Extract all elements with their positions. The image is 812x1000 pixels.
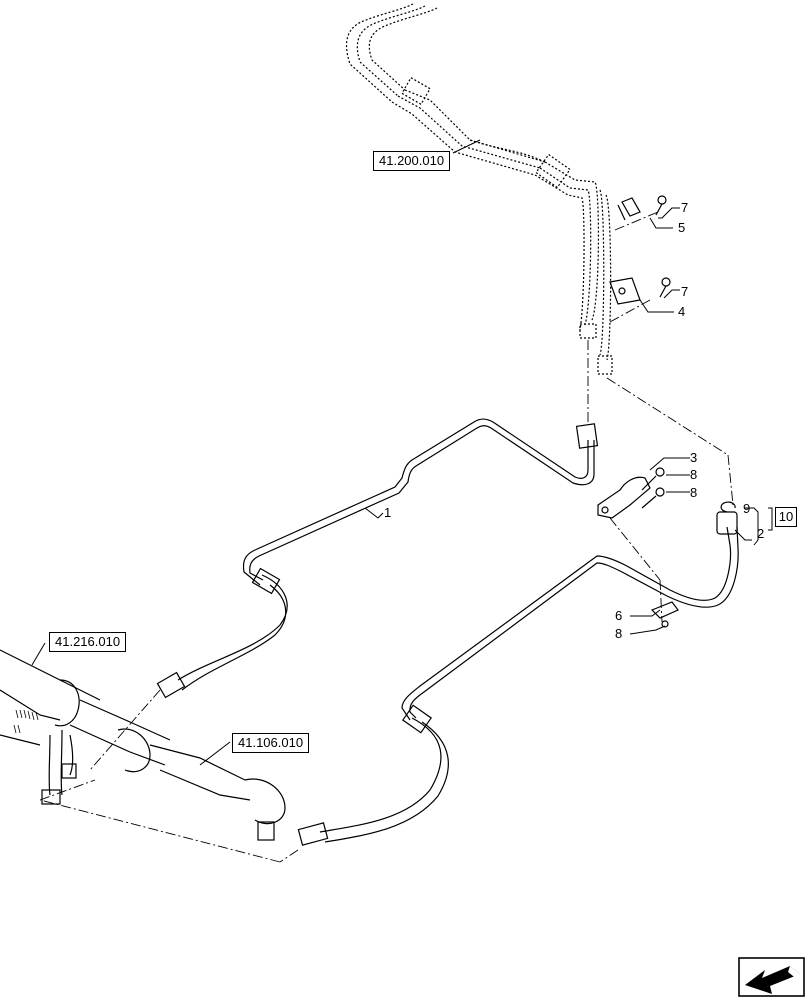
callout-5: 5 [678, 220, 686, 235]
flex-hose-left [156, 567, 288, 699]
reference-41-200-010[interactable]: 41.200.010 [373, 151, 451, 171]
reference-41-216-010[interactable]: 41.216.010 [49, 632, 127, 652]
callout-4: 4 [678, 304, 686, 319]
callout-3: 3 [690, 450, 698, 465]
callout-1: 1 [384, 505, 392, 520]
steel-tube-2 [401, 511, 739, 721]
callout-9: 9 [743, 501, 751, 516]
phantom-hose-bundle [345, 3, 613, 375]
nut-8a [641, 467, 665, 491]
callout-6: 6 [615, 608, 623, 623]
reference-leaders [31, 139, 481, 766]
flex-hose-right [297, 704, 449, 846]
callout-leaders [364, 207, 773, 635]
callout-2: 2 [757, 526, 765, 541]
bolt-7a [655, 195, 667, 216]
callout-8b: 8 [690, 485, 698, 500]
callout-10: 10 [775, 507, 797, 527]
next-page-arrow-icon [738, 957, 805, 997]
nut-8b [641, 487, 665, 509]
bracket-3 [597, 476, 651, 519]
clip-6 [650, 601, 679, 628]
clip-5 [617, 197, 641, 221]
bolt-7b [659, 277, 671, 298]
clip-4 [609, 277, 641, 305]
callout-7b: 7 [681, 284, 689, 299]
o-ring-9 [720, 501, 736, 513]
assembly-leader-lines [39, 211, 734, 863]
reference-41-106-010[interactable]: 41.106.010 [232, 733, 310, 753]
callout-8a: 8 [690, 467, 698, 482]
steel-tube-1 [242, 418, 599, 586]
callout-8c: 8 [615, 626, 623, 641]
steering-cylinder [0, 649, 286, 841]
callout-7a: 7 [681, 200, 689, 215]
